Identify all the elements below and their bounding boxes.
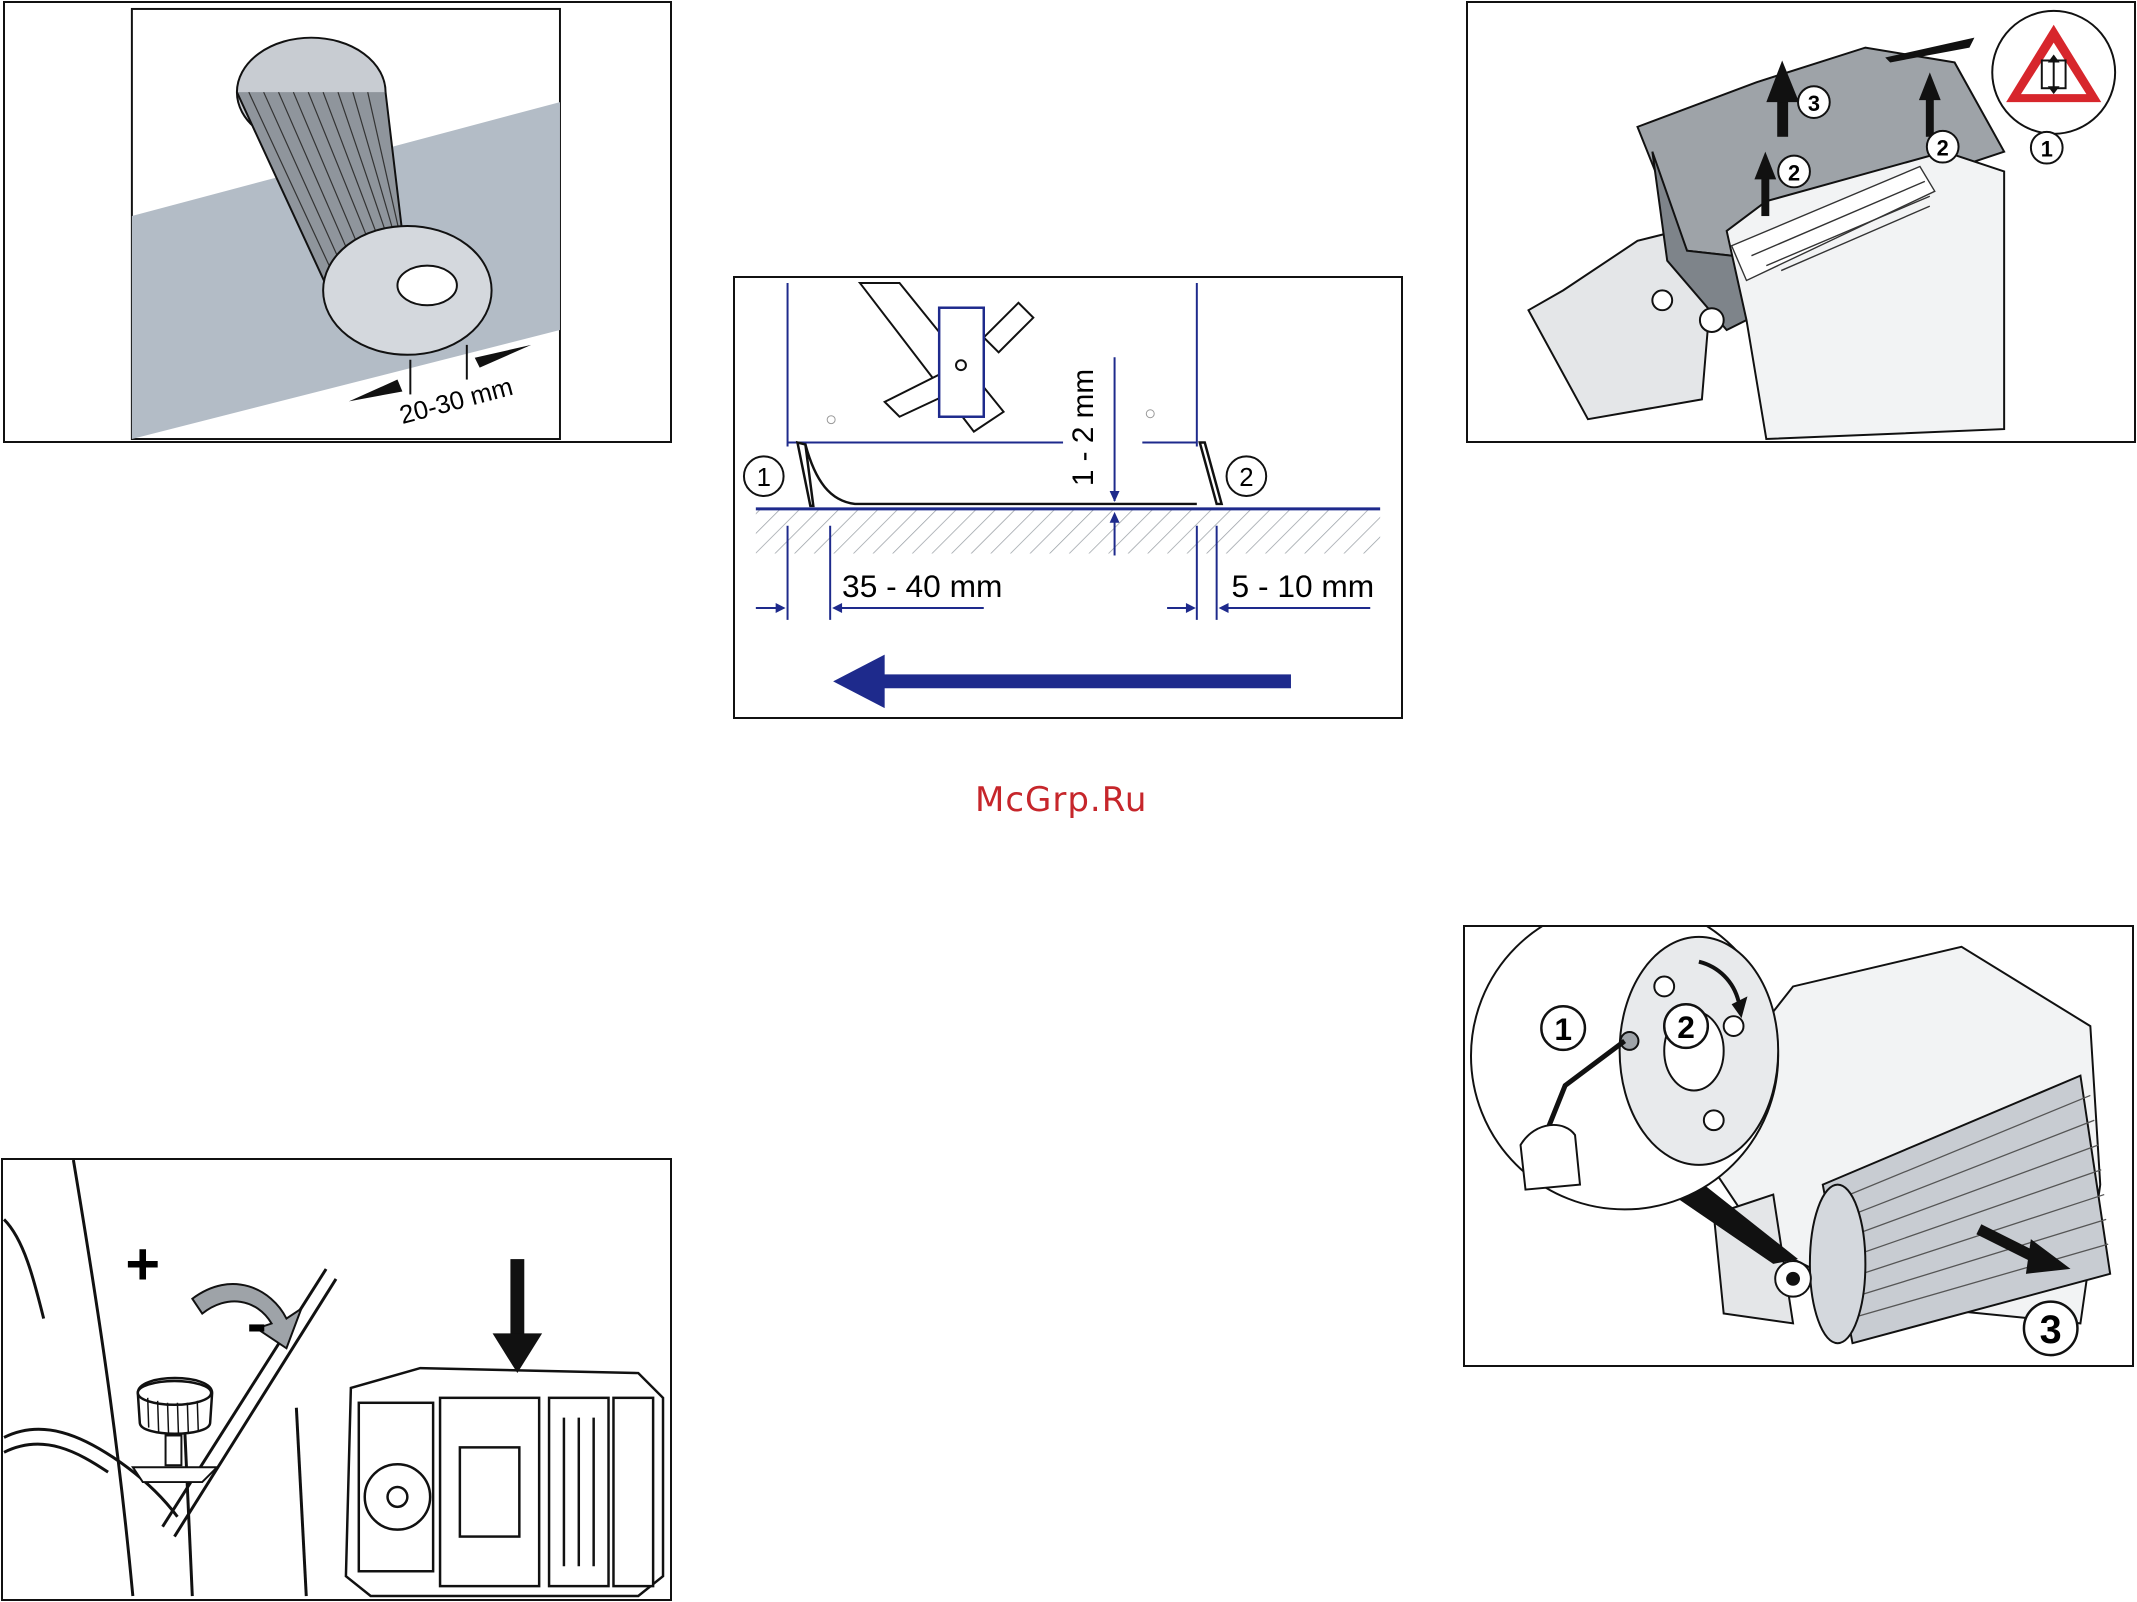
brush-wear-figure: 20-30 mm	[3, 1, 672, 443]
svg-text:2: 2	[1677, 1009, 1695, 1045]
right-gap-label: 5 - 10 mm	[1232, 568, 1375, 604]
brush-removal-illustration: 1 2 3	[1465, 927, 2132, 1365]
svg-text:1: 1	[1554, 1011, 1572, 1047]
marker-left: 1	[744, 456, 784, 496]
svg-text:1: 1	[2041, 137, 2053, 162]
direction-arrow	[833, 655, 1291, 709]
press-arrow-icon	[493, 1259, 543, 1373]
sweep-lip-diagram: 1 2 1 - 2 mm 35 - 40 mm 5 -	[735, 278, 1401, 717]
svg-text:2: 2	[1937, 136, 1949, 161]
left-gap-label: 35 - 40 mm	[842, 568, 1002, 604]
clearance-label: 1 - 2 mm	[1067, 369, 1100, 486]
brush-arm	[860, 283, 1033, 432]
warning-sign	[1992, 11, 2115, 134]
sweep-lip-figure: 1 2 1 - 2 mm 35 - 40 mm 5 -	[733, 276, 1403, 719]
hood-lift-illustration: 3 2 2 1	[1468, 3, 2134, 441]
remove-step-3: 3	[2024, 1302, 2078, 1356]
height-knob	[133, 1378, 217, 1482]
remove-step-2: 2	[1664, 1004, 1708, 1048]
machine-topview	[346, 1368, 663, 1596]
watermark: McGrp.Ru	[975, 780, 1175, 820]
brush-removal-figure: 1 2 3	[1463, 925, 2134, 1367]
brush-wear-illustration: 20-30 mm	[5, 3, 670, 441]
minus-sign: -	[247, 1289, 267, 1356]
remove-step-1: 1	[1541, 1006, 1585, 1050]
knob-adjust-illustration: + -	[3, 1160, 670, 1599]
plus-sign: +	[125, 1230, 160, 1297]
hood-step-1: 1	[2031, 132, 2063, 164]
svg-text:1: 1	[757, 464, 771, 492]
hood-lift-figure: 3 2 2 1	[1466, 1, 2136, 443]
hood-step-2b: 2	[1927, 131, 1959, 163]
hood-step-3: 3	[1798, 86, 1830, 118]
knob-adjust-figure: + -	[1, 1158, 672, 1601]
svg-text:2: 2	[1788, 160, 1800, 185]
svg-text:3: 3	[1808, 91, 1820, 116]
floor-hatch	[756, 509, 1380, 554]
svg-text:2: 2	[1239, 464, 1253, 492]
hood-step-2a: 2	[1778, 156, 1810, 188]
marker-right: 2	[1227, 456, 1267, 496]
svg-text:3: 3	[2040, 1308, 2062, 1352]
